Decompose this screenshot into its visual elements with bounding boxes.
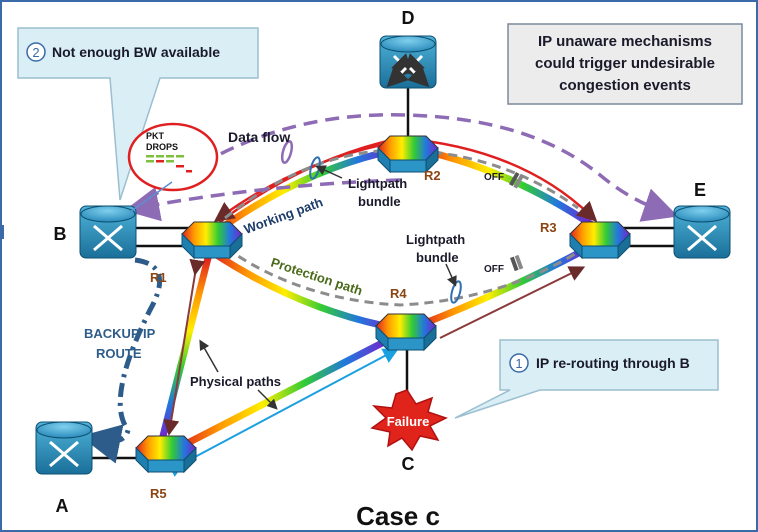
optical-router-r3 (569, 221, 631, 260)
ip-unaware-callout (507, 23, 743, 105)
r5-r4-arrow (167, 348, 400, 477)
pkt-drops-chart (146, 155, 192, 173)
pkt-drops-label-1: PKT (146, 131, 165, 141)
lightpath-bundle-label-2b: bundle (416, 250, 459, 265)
backup-ip-label-2: ROUTE (96, 346, 142, 361)
optical-router-r2 (377, 135, 439, 174)
lightpath-bundle-label-1a: Lightpath (348, 176, 407, 191)
data-flow-path (128, 113, 679, 222)
reroute-callout-text: IP re-routing through B (536, 355, 690, 371)
ip-unaware-line2: could trigger undesirable (535, 55, 715, 72)
data-flow-label: Data flow (228, 129, 290, 145)
lightpath-pointer-2 (445, 263, 457, 287)
router-label-r4: R4 (390, 286, 407, 301)
router-d (379, 35, 437, 89)
off-label-1: OFF (484, 172, 504, 183)
optical-router-r5 (135, 435, 197, 474)
bw-callout-text: Not enough BW available (52, 44, 220, 60)
ip-unaware-line1: IP unaware mechanisms (538, 33, 712, 50)
lightpath-pointer-1 (315, 165, 343, 179)
reroute-callout-number: 1 (515, 356, 522, 371)
node-label-e: E (694, 180, 706, 200)
failure-label: Failure (387, 414, 430, 429)
node-label-b: B (54, 224, 67, 244)
physical-paths-label: Physical paths (190, 374, 281, 389)
bw-callout-pointer (129, 181, 173, 213)
gray-dashed-upper (224, 148, 579, 220)
physical-paths-pointer-1 (199, 339, 219, 373)
router-e (673, 205, 731, 259)
working-path-label: Working path (242, 194, 325, 236)
off-switch-icon-1 (508, 172, 524, 189)
reroute-callout (454, 339, 719, 419)
optical-router-r1 (181, 221, 243, 260)
bw-callout-number-circle (26, 42, 46, 62)
failure-burst-icon (370, 389, 448, 452)
router-b (79, 205, 137, 259)
data-flow-ellipse (280, 140, 294, 164)
r1-r5-arrow (163, 258, 206, 436)
physical-paths-pointer-2 (257, 389, 278, 410)
gray-dashed-lower (225, 246, 579, 307)
backup-ip-label-1: BACKUP IP (84, 326, 156, 341)
bundle-ellipse-lower (450, 280, 462, 304)
pkt-drops-label-2: DROPS (146, 142, 178, 152)
bw-callout-number: 2 (32, 45, 39, 60)
off-switch-icon-2 (510, 254, 524, 272)
optical-router-r4 (375, 313, 437, 352)
lightpath-bundle-label-1b: bundle (358, 194, 401, 209)
node-label-a: A (56, 496, 69, 516)
node-label-c: C (402, 454, 415, 474)
data-flow-return (124, 178, 401, 222)
frame-edge-marker (0, 225, 4, 239)
node-label-d: D (402, 8, 415, 28)
router-label-r1: R1 (150, 270, 167, 285)
r4-r3-arrow (439, 266, 586, 339)
router-label-r3: R3 (540, 220, 557, 235)
router-label-r2: R2 (424, 168, 441, 183)
router-label-r5: R5 (150, 486, 167, 501)
off-label-2: OFF (484, 264, 504, 275)
ip-unaware-line3: congestion events (559, 77, 691, 94)
backup-ip-route (80, 257, 162, 464)
lightpath-bundle-label-2a: Lightpath (406, 232, 465, 247)
reroute-callout-number-circle (509, 353, 529, 373)
router-a (35, 421, 93, 475)
case-caption: Case c (356, 501, 440, 531)
